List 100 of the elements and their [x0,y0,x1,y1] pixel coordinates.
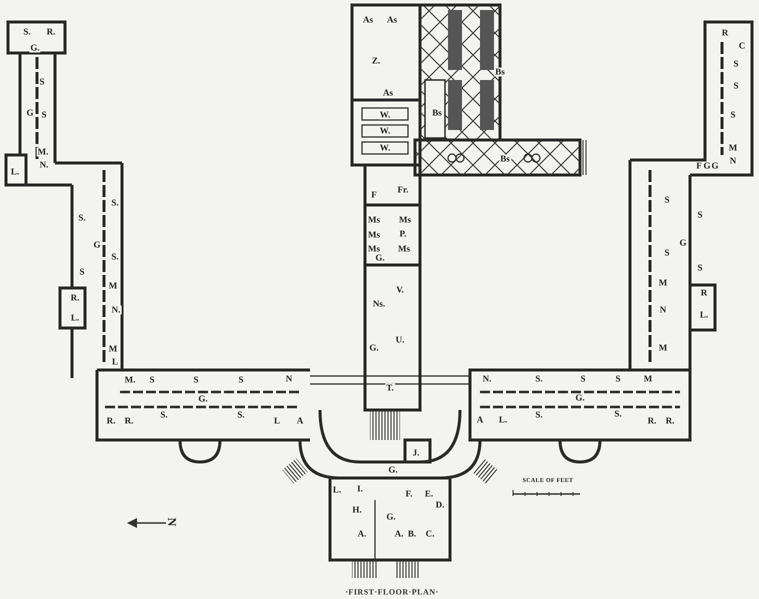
room-letter: Bs [494,68,506,76]
room-letter: S [38,78,46,86]
room-letter: N. [482,374,492,384]
room-letter: R. [70,294,80,302]
room-letter: F [695,162,703,170]
room-letter: N [658,306,668,314]
room-letter: A [476,416,484,424]
room-letter: H. [351,506,363,514]
room-letter: G [710,162,720,170]
room-letter: F. [404,490,414,498]
room-letter: R. [646,416,658,426]
room-letter: S. [534,410,544,420]
room-letter: G. [374,254,386,262]
room-letter: J. [412,448,420,458]
room-letter: G. [387,466,399,474]
room-letter: Bs [499,154,511,164]
room-letter: M [728,144,738,152]
room-letter: S. [77,214,87,222]
room-letter: S [730,110,736,120]
room-letter: L. [70,314,80,322]
room-letter: G. [368,344,380,352]
room-letter: S. [159,410,169,420]
room-letter: N. [110,306,122,314]
room-letter: S. [534,374,544,384]
room-letter: F [370,190,378,200]
room-letter: S. [613,410,623,418]
room-letter: G. [385,512,397,522]
plan-caption: ·FIRST·FLOOR·PLAN· [345,588,439,596]
room-letter: Ms [397,244,411,254]
room-letter: S. [22,28,32,36]
room-letter: S [732,82,740,90]
room-letter: A [296,416,304,426]
room-letter: Bs [431,108,443,118]
room-letter: R. [106,416,116,426]
room-letter: G. [574,394,586,402]
room-letter: R. [124,416,134,426]
room-letter: As [386,16,398,24]
room-letter: W. [378,110,392,120]
room-letter: S [664,196,670,204]
room-letter: S. [110,198,120,208]
room-letter: S [696,210,704,220]
room-letter: M. [36,148,50,156]
room-letter: M [658,278,668,288]
room-letter: A. [356,530,368,538]
room-letter: S [614,374,622,384]
north-label: N [166,516,178,528]
room-letter: M [642,374,654,384]
room-letter: V. [395,286,405,294]
room-letter: M [658,344,668,352]
room-letter: W. [378,144,392,152]
room-letter: S [732,60,740,68]
room-letter: E. [424,490,434,498]
room-letter: Z. [370,56,382,66]
room-letter: S [148,376,156,384]
room-letter: R. [46,28,56,36]
room-letter: As [382,88,394,98]
room-letter: N [284,374,294,384]
room-letter: G. [197,394,209,404]
room-letter: G [678,238,688,248]
room-letter: A. [394,530,404,538]
room-letter: S [78,268,86,276]
room-letter: N. [38,160,50,170]
room-letter: P. [398,230,408,238]
room-letter: Ms [367,216,381,224]
room-letter: I. [356,484,364,494]
room-letter: S [696,264,704,272]
room-letter: L. [10,168,20,176]
room-letter: As [362,16,374,24]
room-letter: G [26,108,34,118]
room-letter: Ms [367,230,381,240]
room-letter: Ns. [372,300,386,308]
room-letter: Fr. [396,186,410,194]
room-letter: S [192,376,200,384]
room-letter: U. [394,336,406,344]
room-letter: G. [29,44,41,52]
room-letter: D. [434,500,446,510]
room-letter: S. [236,410,246,420]
room-letter: S. [110,252,120,262]
room-letter: M [108,282,118,290]
room-letter: L [111,358,119,366]
room-letter: B. [406,530,418,538]
room-letter: C. [424,530,436,538]
room-letter: L. [332,486,342,494]
room-letter: L. [498,416,508,424]
room-letter: N [728,156,738,166]
room-letter: M [108,344,118,354]
room-letter: W. [378,126,392,136]
room-letter: R [720,28,730,38]
room-letter: Ms [367,244,381,254]
room-letter: L. [698,310,710,320]
room-letter: S [238,376,244,384]
room-letter: G [92,240,102,250]
room-letter: Ms [398,216,412,224]
room-letter: S [40,110,48,120]
room-letter: S [580,374,586,384]
room-letter: T. [385,384,395,392]
room-letter: R [700,288,708,298]
room-letter: L [273,416,281,426]
room-letter: C [738,42,746,50]
room-letter: S [664,248,670,258]
